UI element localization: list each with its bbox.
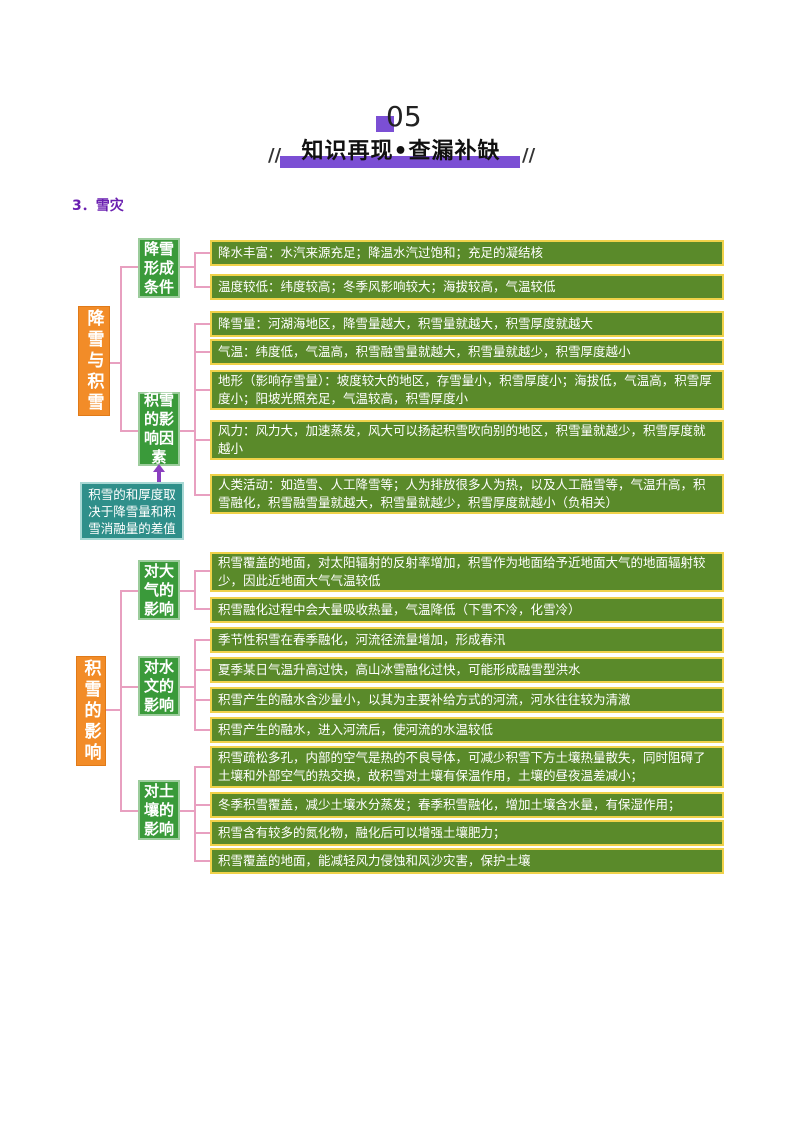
leaf-item: 温度较低：纬度较高；冬季风影响较大；海拔较高，气温较低 bbox=[210, 274, 724, 300]
branch-snow-factors: 积雪的影响因素 bbox=[138, 391, 180, 466]
leaf-item: 夏季某日气温升高过快，高山冰雪融化过快，可能形成融雪型洪水 bbox=[210, 657, 724, 683]
page-title: 知识再现•查漏补缺 bbox=[301, 139, 501, 164]
left-decoration: // bbox=[268, 145, 282, 166]
branch-snowfall-conditions: 降雪形成条件 bbox=[138, 238, 180, 298]
leaf-item: 气温：纬度低，气温高，积雪融雪量就越大，积雪量就越少，积雪厚度越小 bbox=[210, 339, 724, 365]
branch-atmosphere: 对大气的影响 bbox=[138, 560, 180, 620]
root-snowfall-accumulation: 降雪与积雪 bbox=[78, 306, 110, 416]
arrow-up-icon bbox=[153, 464, 165, 484]
right-decoration: // bbox=[522, 145, 536, 166]
branch-soil: 对土壤的影响 bbox=[138, 780, 180, 840]
header-accent-square bbox=[376, 116, 394, 132]
leaf-item: 人类活动：如造雪、人工降雪等；人为排放很多人为热，以及人工融雪等，气温升高，积雪… bbox=[210, 474, 724, 514]
leaf-item: 积雪覆盖的地面，能减轻风力侵蚀和风沙灾害，保护土壤 bbox=[210, 848, 724, 874]
leaf-item: 降雪量：河湖海地区，降雪量越大，积雪量就越大，积雪厚度就越大 bbox=[210, 311, 724, 337]
leaf-item: 积雪融化过程中会大量吸收热量，气温降低（下雪不冷，化雪冷） bbox=[210, 597, 724, 623]
leaf-item: 季节性积雪在春季融化，河流径流量增加，形成春汛 bbox=[210, 627, 724, 653]
leaf-item: 冬季积雪覆盖，减少土壤水分蒸发；春季积雪融化，增加土壤含水量，有保湿作用； bbox=[210, 792, 724, 818]
leaf-item: 积雪疏松多孔，内部的空气是热的不良导体，可减少积雪下方土壤热量散失，同时阻碍了土… bbox=[210, 746, 724, 788]
leaf-item: 积雪含有较多的氮化物，融化后可以增强土壤肥力； bbox=[210, 820, 724, 846]
root-snow-impacts: 积雪的影响 bbox=[76, 656, 106, 766]
leaf-item: 积雪产生的融水，进入河流后，使河流的水温较低 bbox=[210, 717, 724, 743]
leaf-item: 降水丰富：水汽来源充足；降温水汽过饱和；充足的凝结核 bbox=[210, 240, 724, 266]
leaf-item: 积雪覆盖的地面，对太阳辐射的反射率增加，积雪作为地面给予近地面大气的地面辐射较少… bbox=[210, 552, 724, 592]
header-title-underline bbox=[280, 156, 520, 168]
section-heading: 3．雪灾 bbox=[72, 198, 124, 214]
section-number: 05 bbox=[386, 100, 422, 133]
note-box: 积雪的和厚度取决于降雪量和积雪消融量的差值 bbox=[80, 482, 184, 540]
leaf-item: 地形（影响存雪量）：坡度较大的地区，存雪量小，积雪厚度小；海拔低，气温高，积雪厚… bbox=[210, 370, 724, 410]
branch-hydrology: 对水文的影响 bbox=[138, 656, 180, 716]
leaf-item: 风力：风力大，加速蒸发，风大可以扬起积雪吹向别的地区，积雪量就越少，积雪厚度就越… bbox=[210, 420, 724, 460]
leaf-item: 积雪产生的融水含沙量小，以其为主要补给方式的河流，河水往往较为清澈 bbox=[210, 687, 724, 713]
